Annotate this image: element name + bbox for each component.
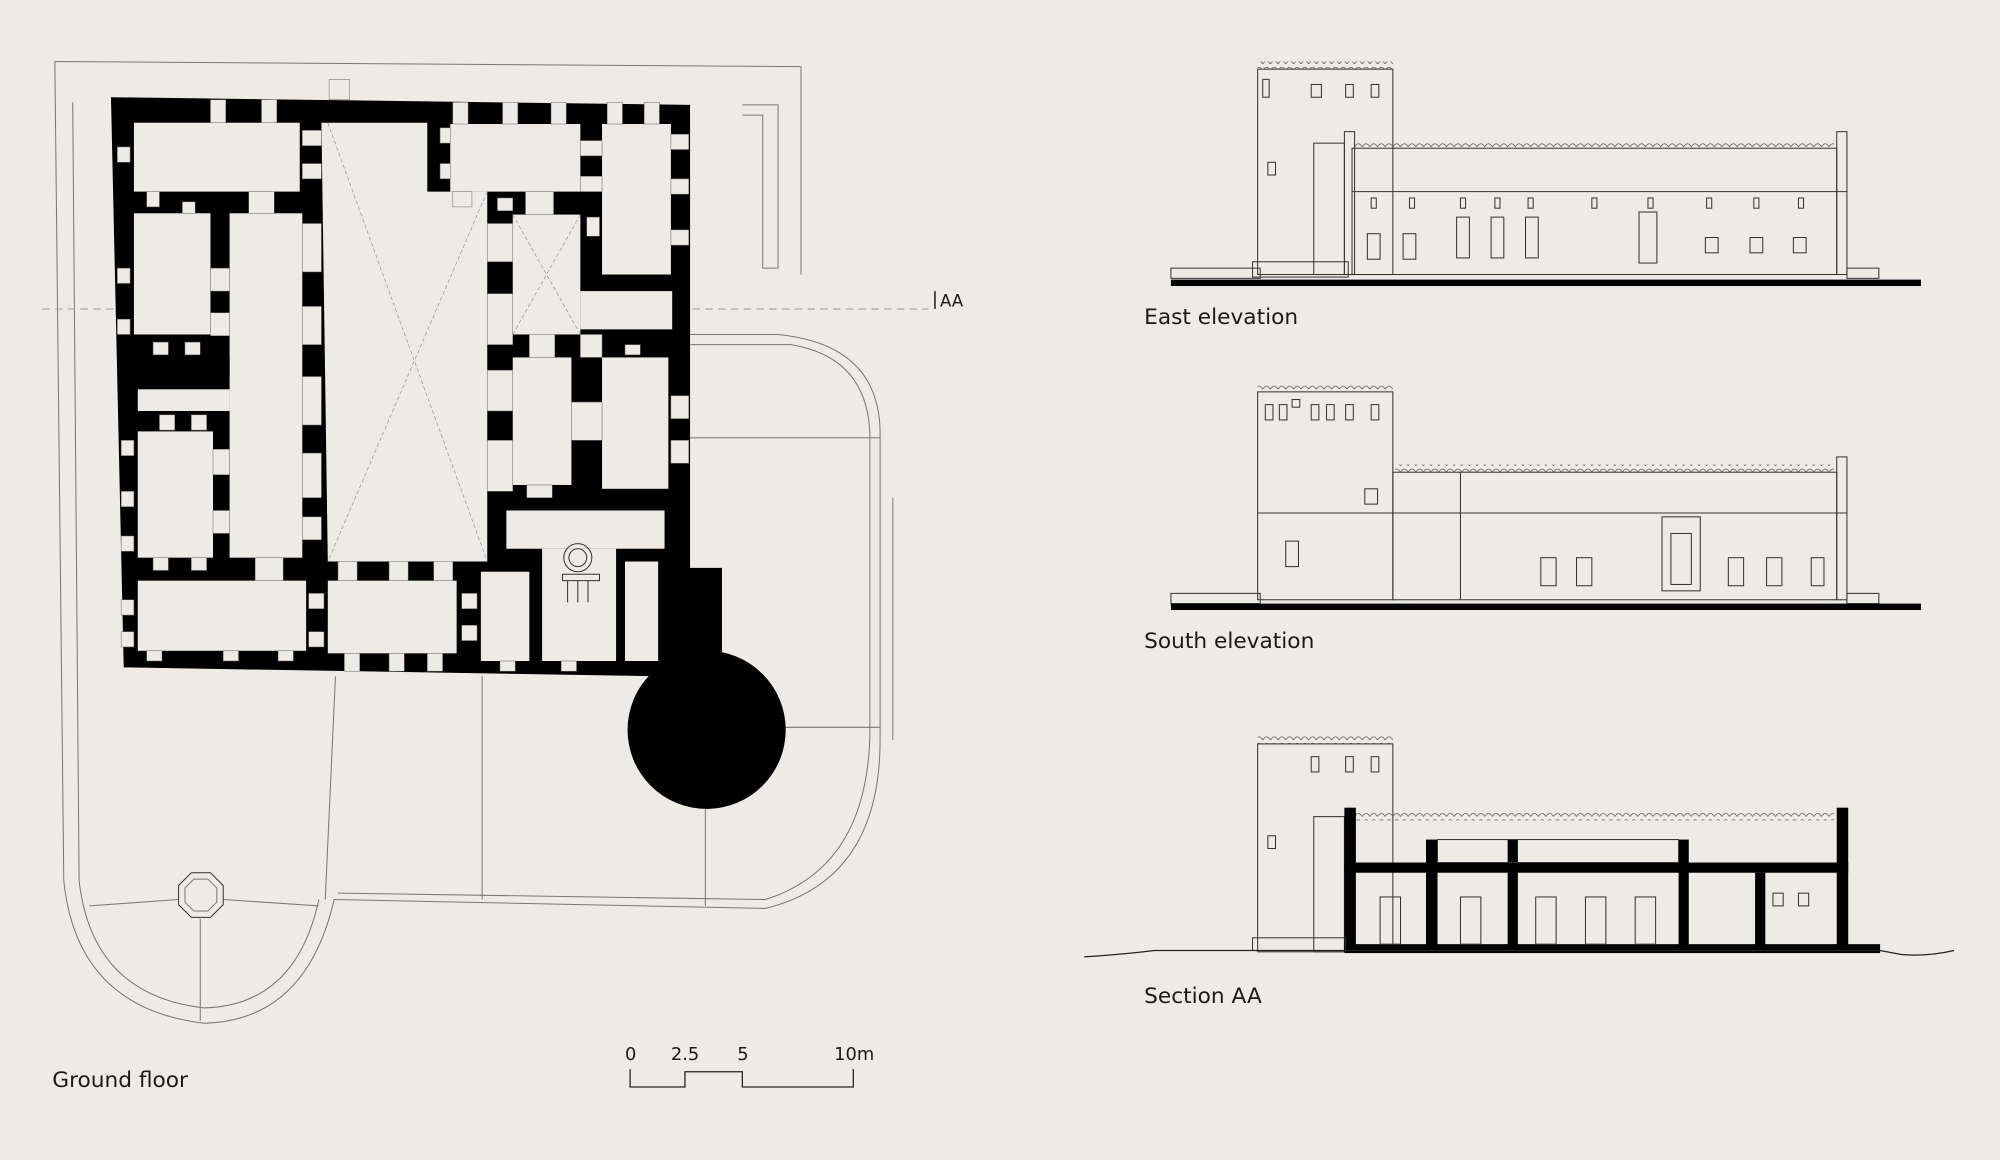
scale-tick-0: 0 bbox=[625, 1044, 636, 1065]
rooms bbox=[133, 122, 673, 661]
east-elevation-label: East elevation bbox=[1144, 305, 1298, 330]
well-symbol bbox=[561, 543, 600, 603]
south-elevation: South elevation bbox=[1144, 384, 1921, 654]
scale-tick-2-5: 2.5 bbox=[671, 1044, 699, 1065]
ground-floor-plan: AA bbox=[42, 60, 964, 1093]
east-elevation: East elevation bbox=[1144, 61, 1921, 330]
section-aa: Section AA bbox=[1084, 736, 1955, 1009]
round-tower bbox=[627, 650, 786, 809]
octagonal-fountain bbox=[178, 872, 224, 918]
site-outline bbox=[54, 60, 894, 1024]
ground-floor-label: Ground floor bbox=[52, 1068, 188, 1093]
section-aa-label: Section AA bbox=[1144, 984, 1262, 1009]
south-elevation-label: South elevation bbox=[1144, 629, 1314, 654]
section-cut-walls bbox=[1344, 807, 1881, 954]
wall-openings bbox=[117, 99, 690, 672]
section-marker-label: AA bbox=[940, 291, 964, 310]
scale-tick-5: 5 bbox=[737, 1044, 748, 1065]
scale-bar: 0 2.5 5 10m bbox=[625, 1044, 874, 1088]
scale-tick-10m: 10m bbox=[834, 1044, 874, 1065]
